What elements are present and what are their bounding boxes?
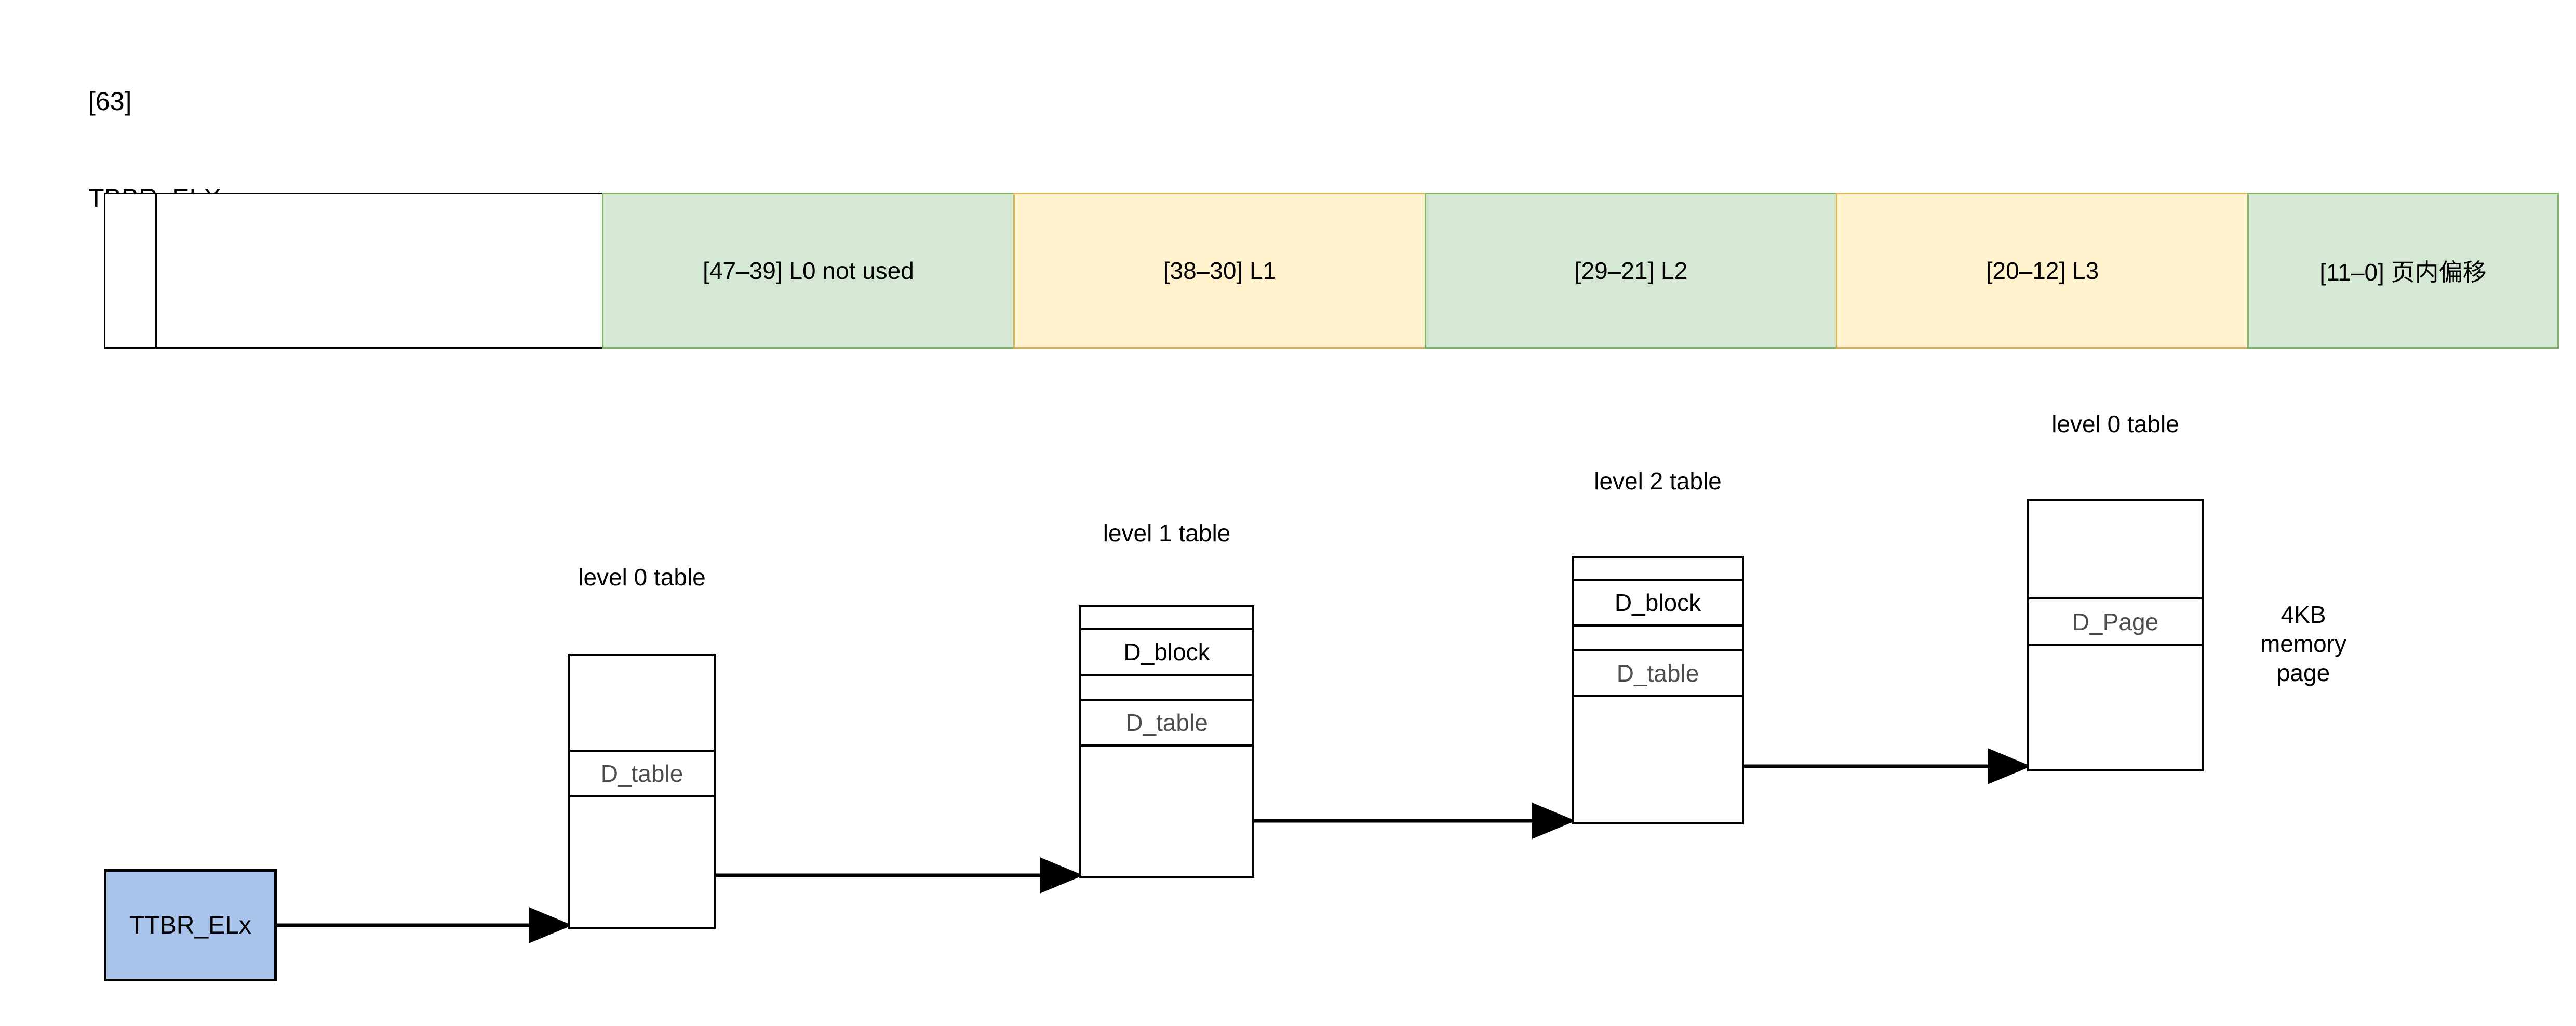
level-2-table-row-3: D_table xyxy=(1574,651,1742,697)
memory-page-table-row-1: D_Page xyxy=(2029,599,2202,646)
caption-level-1-table: level 1 table xyxy=(1103,519,1231,547)
bitfield-cell-1 xyxy=(155,193,603,349)
level-1-table-row-2 xyxy=(1081,676,1252,701)
memory-page-table-row-2 xyxy=(2029,646,2202,771)
bitfield-cell-label-2: [47–39] L0 not used xyxy=(703,257,914,284)
bitfield-cell-4: [29–21] L2 xyxy=(1425,193,1837,349)
bitfield-cell-label-6: [11–0] 页内偏移 xyxy=(2319,259,2487,286)
bitfield-cell-6: [11–0] 页内偏移 xyxy=(2247,193,2559,349)
level-0-table-row-2 xyxy=(570,797,714,929)
level-2-table-row-4 xyxy=(1574,697,1742,824)
bitfield-cell-label-5: [20–12] L3 xyxy=(1985,257,2099,284)
bitfield-cell-5: [20–12] L3 xyxy=(1836,193,2249,349)
bitfield-cell-label-3: [38–30] L1 xyxy=(1163,257,1277,284)
bitfield-cell-label-4: [29–21] L2 xyxy=(1574,257,1688,284)
level-2-table-row-label-1: D_block xyxy=(1614,589,1701,616)
level-1-table-row-label-1: D_block xyxy=(1123,638,1210,665)
level-2-table-row-label-3: D_table xyxy=(1616,660,1699,687)
level-1-table-row-1: D_block xyxy=(1081,630,1252,676)
level-1-table-row-3: D_table xyxy=(1081,701,1252,747)
level-0-table-row-label-1: D_table xyxy=(600,760,683,787)
caption-level-2-table: level 2 table xyxy=(1594,468,1722,495)
bitfield-cell-3: [38–30] L1 xyxy=(1013,193,1426,349)
caption-memory-page-table: level 0 table xyxy=(2051,410,2179,437)
level-2-table-row-0 xyxy=(1574,558,1742,581)
level-2-table-row-1: D_block xyxy=(1574,581,1742,627)
level-0-table-row-0 xyxy=(570,656,714,752)
level-0-table-row-1: D_table xyxy=(570,752,714,797)
level-2-table-row-2 xyxy=(1574,627,1742,651)
memory-page-table: D_Page xyxy=(2027,499,2204,771)
register-bit-index: [63] xyxy=(88,87,132,116)
caption-level-0-table: level 0 table xyxy=(578,564,706,591)
level-0-table: D_table xyxy=(568,654,716,929)
level-1-table-row-label-3: D_table xyxy=(1125,709,1208,736)
ttbr-elx-register-box: TTBR_ELx xyxy=(104,869,277,981)
memory-page-note: 4KB memory page xyxy=(2260,601,2347,686)
bitfield-cell-0 xyxy=(104,193,157,349)
ttbr-elx-label: TTBR_ELx xyxy=(129,911,251,939)
memory-page-table-row-label-1: D_Page xyxy=(2072,608,2159,635)
level-1-table-row-4 xyxy=(1081,747,1252,878)
bitfield-bar: [47–39] L0 not used [38–30] L1 [29–21] L2 [… xyxy=(104,193,2559,349)
bitfield-cell-2: [47–39] L0 not used xyxy=(602,193,1015,349)
memory-page-table-row-0 xyxy=(2029,501,2202,599)
level-1-table-row-0 xyxy=(1081,607,1252,630)
